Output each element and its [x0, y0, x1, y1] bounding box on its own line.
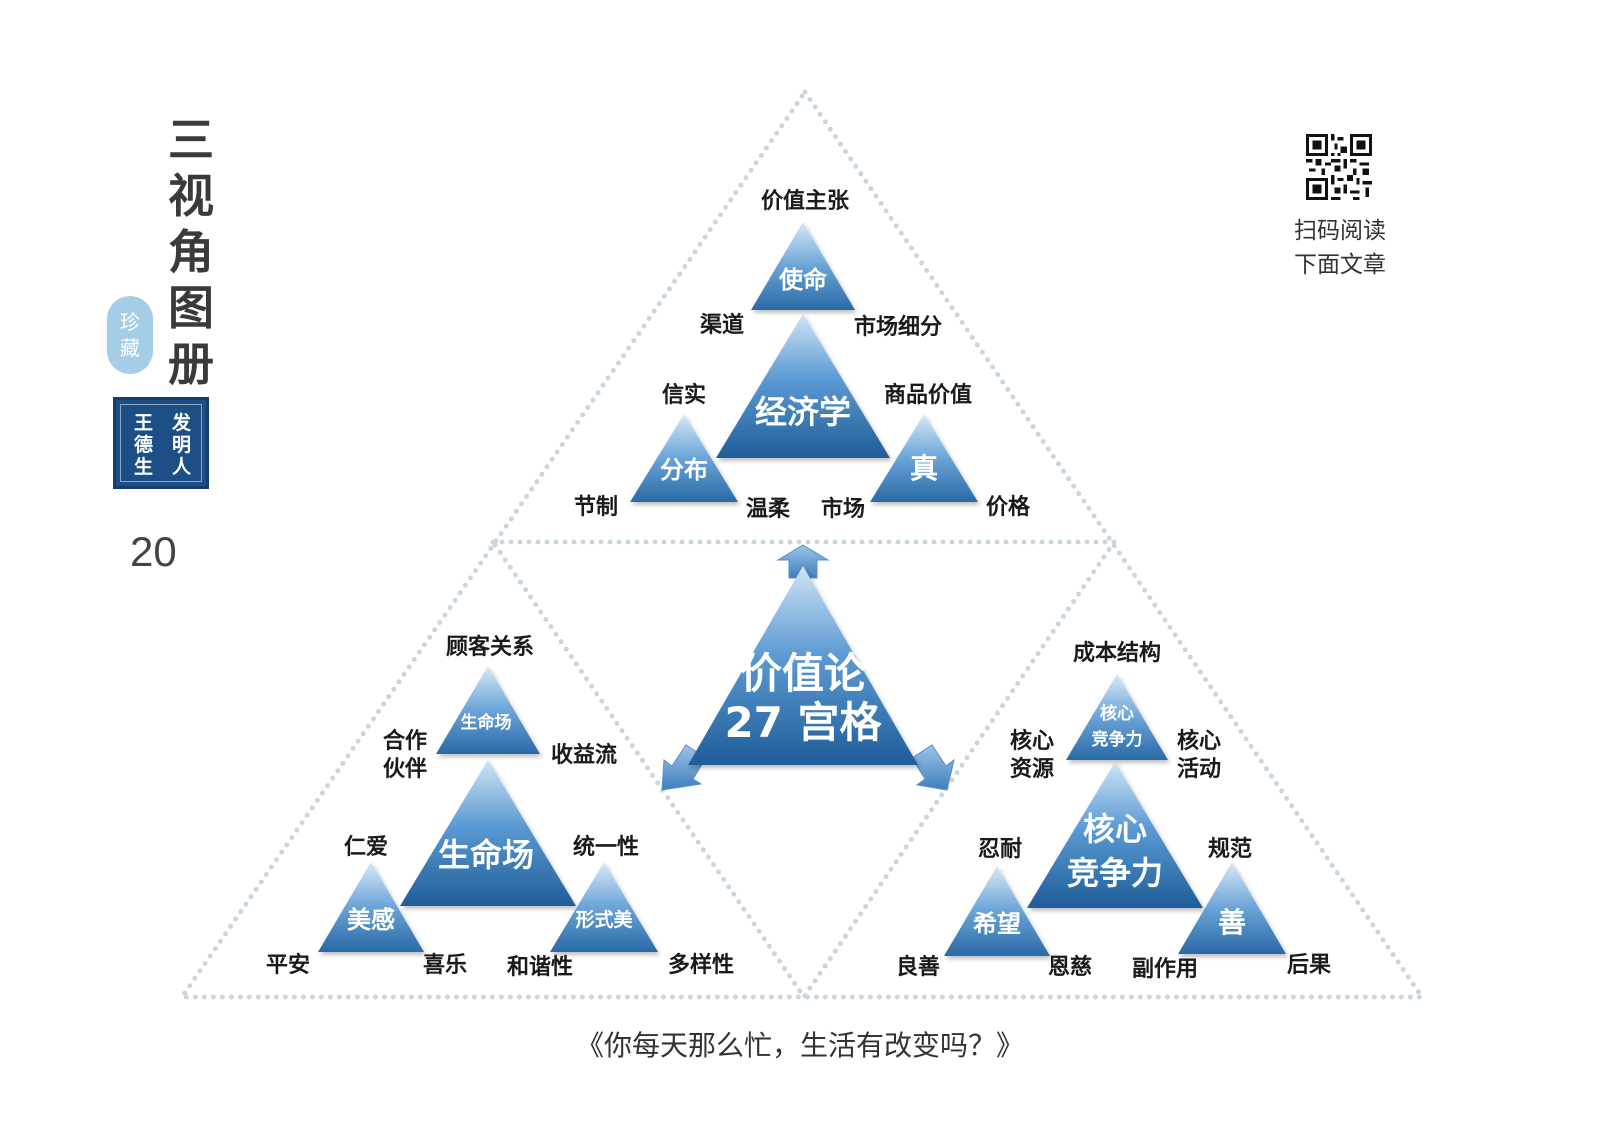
qr-caption-line: 扫码阅读 [1294, 218, 1386, 244]
qr-caption-line: 下面文章 [1294, 252, 1386, 278]
top-group: 使命 经济学 分布 真 价值主张 渠道 市场细分 信实 节制 温柔 商品价值 市… [574, 188, 1031, 522]
dotted-frame [177, 87, 1427, 1002]
label-key-activities-1: 核心 [1177, 728, 1221, 754]
top-small-top-triangle [751, 222, 855, 310]
label-joy: 喜乐 [423, 952, 467, 978]
label-key-partners-1: 合作 [383, 728, 427, 754]
label-patience: 忍耐 [978, 836, 1022, 862]
right-big-label-1: 核心 [1083, 810, 1147, 848]
left-small-right-triangle [550, 862, 658, 952]
treasure-char: 藏 [120, 336, 140, 360]
center-triangle [688, 566, 918, 765]
qr-caption: 扫码阅读 下面文章 [1278, 214, 1402, 282]
book-title-char: 图 [168, 281, 214, 335]
label-unity: 统一性 [573, 834, 639, 860]
label-commodity-value: 商品价值 [884, 382, 972, 408]
label-revenue-streams: 收益流 [551, 742, 617, 768]
label-peace: 平安 [266, 952, 310, 978]
left-small-top-triangle [436, 666, 540, 754]
label-cost-structure: 成本结构 [1073, 640, 1161, 666]
center-title-line1: 价值论 [740, 649, 867, 698]
seal-column-name: 王 德 生 [134, 412, 153, 478]
seal-char: 德 [134, 434, 154, 456]
qr-code-icon[interactable] [1306, 134, 1372, 200]
book-title-char: 三 [168, 113, 214, 167]
label-norms: 规范 [1208, 836, 1252, 862]
seal-char: 发 [172, 412, 192, 434]
label-customer-relationships: 顾客关系 [446, 634, 534, 660]
right-group: 核心 竞争力 核心 竞争力 希望 善 成本结构 核心 资源 核心 活动 忍耐 良… [896, 640, 1331, 982]
right-small-left-triangle [944, 866, 1050, 956]
arrow-down-right-icon [911, 744, 955, 791]
label-faithfulness: 信实 [662, 382, 706, 408]
outer-dotted-triangle [177, 87, 1427, 1000]
inner-dotted-triangle [488, 539, 1119, 1002]
right-big-triangle [1027, 762, 1203, 908]
label-goodness: 良善 [896, 954, 940, 980]
label-value-proposition: 价值主张 [761, 188, 850, 214]
right-small-top-label-1: 核心 [1100, 703, 1134, 724]
label-kindness: 恩慈 [1048, 954, 1092, 980]
left-small-left-label: 美感 [347, 906, 395, 934]
treasure-char: 珍 [120, 310, 140, 334]
inventor-seal: 发 明 人 王 德 生 [113, 397, 209, 489]
article-caption[interactable]: 《你每天那么忙，生活有改变吗？》 [575, 1029, 1024, 1062]
book-title: 三 视 角 图 册 [164, 112, 218, 392]
label-market-segments: 市场细分 [854, 314, 942, 340]
left-big-triangle [400, 760, 576, 906]
book-title-char: 视 [168, 169, 214, 223]
book-title-char: 册 [168, 337, 214, 391]
left-small-left-triangle [318, 862, 424, 952]
label-price: 价格 [986, 494, 1031, 520]
label-channels: 渠道 [700, 312, 744, 338]
seal-char: 人 [172, 456, 192, 478]
label-market: 市场 [821, 496, 865, 522]
seal-char: 明 [172, 434, 192, 456]
top-big-triangle [716, 314, 890, 458]
right-small-right-triangle [1178, 862, 1286, 954]
top-small-right-label: 真 [910, 452, 938, 485]
label-key-resources-1: 核心 [1010, 728, 1054, 754]
label-harmony: 和谐性 [507, 954, 573, 980]
page-number: 20 [130, 528, 177, 575]
seal-column-title: 发 明 人 [172, 412, 191, 478]
left-group: 生命场 生命场 美感 形式美 顾客关系 合作 伙伴 收益流 仁爱 平安 喜乐 统… [266, 634, 734, 980]
treasure-badge: 珍 藏 [107, 296, 153, 374]
left-small-top-label: 生命场 [461, 712, 512, 733]
top-small-top-label: 使命 [778, 266, 828, 294]
label-gentleness: 温柔 [746, 496, 791, 522]
top-small-left-label: 分布 [660, 456, 708, 484]
label-diversity: 多样性 [668, 952, 734, 978]
top-big-label: 经济学 [755, 393, 851, 431]
label-consequences: 后果 [1287, 952, 1331, 978]
right-small-left-label: 希望 [973, 910, 1021, 938]
center-title-line2: 27 宫格 [724, 698, 882, 747]
left-small-right-label: 形式美 [575, 908, 633, 931]
seal-char: 王 [134, 412, 154, 434]
label-key-partners-2: 伙伴 [383, 756, 427, 782]
right-small-right-label: 善 [1218, 906, 1246, 939]
seal-char: 生 [134, 456, 154, 478]
label-key-activities-2: 活动 [1177, 756, 1221, 782]
right-small-top-label-2: 竞争力 [1092, 729, 1143, 750]
label-side-effects: 副作用 [1132, 956, 1198, 982]
label-key-resources-2: 资源 [1010, 756, 1054, 782]
left-big-label: 生命场 [438, 836, 534, 874]
seal-inner-border [120, 404, 202, 482]
label-love: 仁爱 [344, 834, 388, 860]
top-small-right-triangle [870, 414, 978, 502]
top-small-left-triangle [630, 414, 738, 502]
right-big-label-2: 竞争力 [1067, 854, 1163, 892]
book-title-char: 角 [168, 225, 214, 279]
label-temperance: 节制 [574, 494, 618, 520]
right-small-top-triangle [1066, 674, 1168, 760]
